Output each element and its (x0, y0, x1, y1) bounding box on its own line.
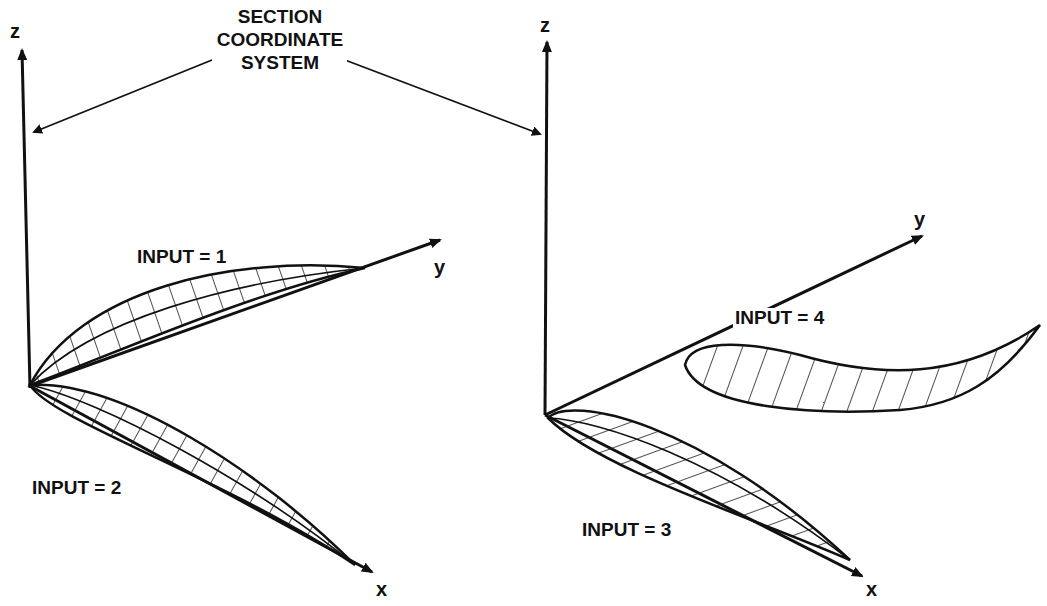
y-axis (30, 240, 440, 386)
z-axis (22, 50, 30, 388)
section-label: INPUT = 4 (733, 308, 826, 329)
left-axes (22, 50, 440, 572)
axis-label: x (374, 578, 389, 600)
z-axis (545, 42, 547, 415)
airfoil-section (548, 410, 850, 560)
section-label: INPUT = 1 (135, 247, 228, 268)
axis-label: y (912, 208, 927, 230)
axis-label: z (8, 20, 22, 42)
airfoil-section (30, 265, 365, 385)
leader-line (34, 60, 212, 132)
airfoil-section (30, 385, 355, 565)
axis-label: x (864, 578, 879, 600)
airfoil-section (685, 325, 1040, 412)
callout-label: SECTION COORDINATE SYSTEM (213, 6, 347, 74)
right-axes (545, 42, 922, 576)
leader-line (345, 60, 540, 134)
section-label: INPUT = 2 (30, 478, 123, 499)
axis-label: z (538, 14, 552, 36)
axis-label: y (432, 256, 447, 278)
section-label: INPUT = 3 (580, 520, 673, 541)
